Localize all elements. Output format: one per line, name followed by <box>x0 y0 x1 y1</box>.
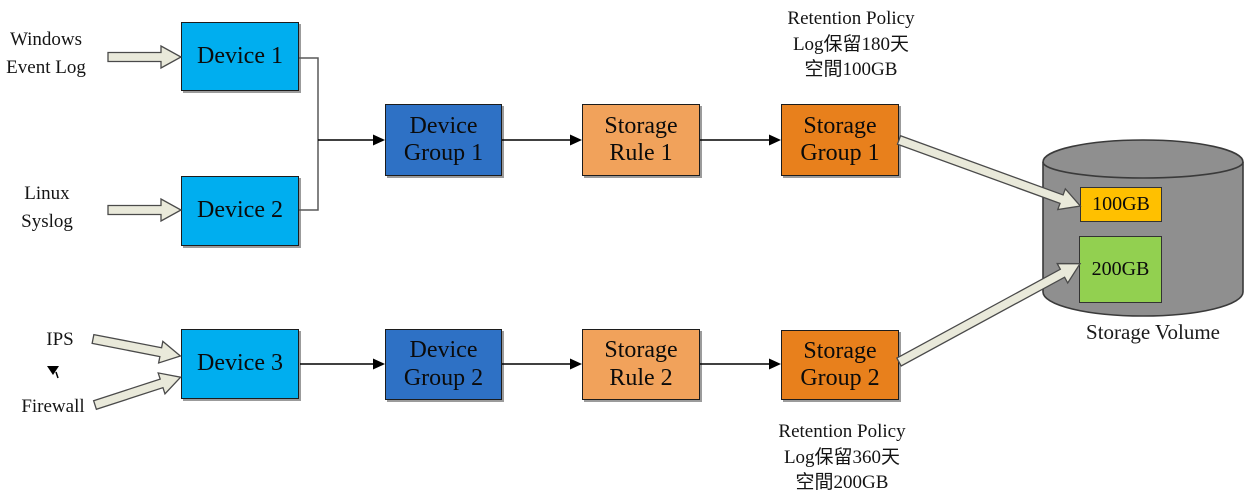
retention-policy-2-text: Retention Policy Log保留360天 空間200GB <box>726 419 958 496</box>
source-label-line: Event Log <box>6 56 86 78</box>
storage-group-1-box: Storage Group 1 <box>781 104 899 176</box>
retention-policy-1-line: Retention Policy <box>787 8 915 29</box>
storage-rule-1-label: Storage <box>604 112 678 139</box>
storage-group-2-label: Storage <box>803 337 877 364</box>
source-label-windows-event-log: Windows Event Log <box>0 26 92 81</box>
device-group-1-label: Group 1 <box>403 140 484 166</box>
device-group-2-label: Device <box>409 337 478 364</box>
device-3-label: Device 3 <box>197 350 283 377</box>
storage-volume-label: Storage Volume <box>1086 320 1220 344</box>
device-group-2-label: Group 2 <box>403 364 484 391</box>
device-2-box: Device 2 <box>181 176 299 246</box>
retention-policy-2-line: 空間200GB <box>795 472 889 494</box>
retention-policy-2-line: Retention Policy <box>778 421 906 442</box>
source-label-line: Windows <box>9 29 83 50</box>
storage-group-1-label: Storage <box>803 112 877 139</box>
device-group-1-box: Device Group 1 <box>385 104 502 176</box>
storage-rule-2-label: Rule 2 <box>609 364 673 391</box>
allocation-100gb-box: 100GB <box>1080 187 1162 222</box>
source-label-linux-syslog: Linux Syslog <box>0 180 94 235</box>
device-group-1-label: Device <box>409 112 478 139</box>
allocation-200gb-label: 200GB <box>1091 258 1150 280</box>
storage-group-1-label: Group 1 <box>800 140 880 166</box>
storage-rule-2-box: Storage Rule 2 <box>582 329 700 400</box>
source-label-line: Linux <box>24 183 70 204</box>
device-group-2-box: Device Group 2 <box>385 329 502 400</box>
retention-policy-1-line: Log保留180天 <box>792 33 910 55</box>
source-label-line: Syslog <box>21 210 73 232</box>
allocation-200gb-box: 200GB <box>1079 236 1162 303</box>
device-1-box: Device 1 <box>181 22 299 91</box>
source-label-firewall: Firewall <box>21 396 85 417</box>
device-3-box: Device 3 <box>181 329 299 399</box>
device-2-label: Device 2 <box>197 197 283 224</box>
allocation-100gb-label: 100GB <box>1092 193 1150 215</box>
source-label-ips: IPS <box>46 329 74 350</box>
retention-policy-2-line: Log保留360天 <box>783 446 901 468</box>
retention-policy-1-line: 空間100GB <box>804 59 898 81</box>
storage-rule-1-label: Rule 1 <box>609 140 673 166</box>
storage-rule-2-label: Storage <box>604 337 678 364</box>
retention-policy-1-text: Retention Policy Log保留180天 空間100GB <box>735 6 967 83</box>
device-1-label: Device 1 <box>197 42 283 69</box>
storage-group-2-label: Group 2 <box>800 365 880 391</box>
storage-rule-1-box: Storage Rule 1 <box>582 104 700 176</box>
storage-group-2-box: Storage Group 2 <box>781 330 899 400</box>
